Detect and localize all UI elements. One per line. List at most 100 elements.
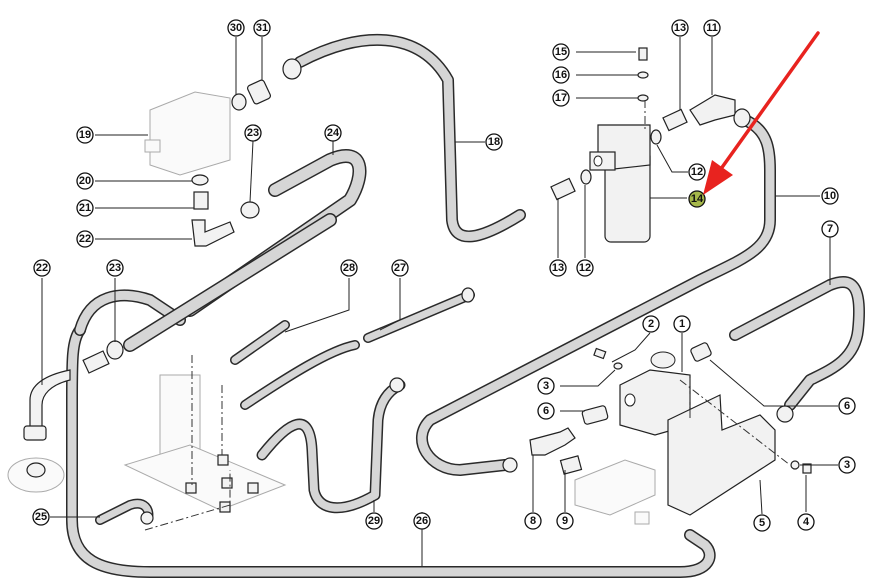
callout-27[interactable]: 27	[391, 259, 409, 277]
callout-31[interactable]: 31	[253, 19, 271, 37]
svg-text:30: 30	[230, 22, 242, 34]
callout-16[interactable]: 16	[552, 66, 570, 84]
svg-text:22: 22	[36, 262, 48, 274]
part-10-nut	[733, 108, 751, 128]
callout-7[interactable]: 7	[821, 220, 839, 238]
svg-text:23: 23	[247, 127, 259, 139]
callout-4[interactable]: 4	[797, 513, 815, 531]
callout-1[interactable]: 1	[673, 315, 691, 333]
svg-text:6: 6	[844, 400, 850, 412]
callout-23-top[interactable]: 23	[244, 124, 262, 142]
part-27-nut	[461, 287, 475, 303]
callout-9[interactable]: 9	[556, 512, 574, 530]
part-13-adapter-bottom	[550, 177, 576, 201]
svg-text:22: 22	[79, 233, 91, 245]
svg-text:21: 21	[79, 202, 91, 214]
svg-text:13: 13	[674, 22, 686, 34]
callout-26[interactable]: 26	[413, 512, 431, 530]
callout-15[interactable]: 15	[552, 43, 570, 61]
hose-29	[256, 379, 406, 514]
svg-text:1: 1	[679, 318, 685, 330]
svg-text:15: 15	[555, 46, 567, 58]
svg-text:23: 23	[109, 262, 121, 274]
svg-text:14: 14	[691, 193, 704, 205]
svg-text:17: 17	[555, 92, 567, 104]
part-22-elbow	[191, 219, 235, 247]
svg-text:24: 24	[327, 127, 340, 139]
part-9-adapter	[559, 455, 583, 475]
callout-28[interactable]: 28	[340, 259, 358, 277]
part-29-nut	[389, 377, 405, 393]
callout-22-left[interactable]: 22	[33, 259, 51, 277]
callout-22-top[interactable]: 22	[76, 230, 94, 248]
part-23-clamp-lower	[106, 340, 124, 360]
part-8-tee	[529, 427, 576, 456]
callout-17[interactable]: 17	[552, 89, 570, 107]
svg-text:31: 31	[256, 22, 268, 34]
callout-23-left[interactable]: 23	[106, 259, 124, 277]
svg-text:12: 12	[579, 262, 591, 274]
callout-19[interactable]: 19	[76, 126, 94, 144]
part-flange	[7, 457, 65, 493]
svg-text:20: 20	[79, 175, 91, 187]
part-4-nut	[802, 463, 812, 474]
callout-11[interactable]: 11	[703, 19, 721, 37]
svg-text:8: 8	[530, 515, 536, 527]
callout-18[interactable]: 18	[485, 133, 503, 151]
part-stand	[123, 374, 287, 513]
part-18-nut	[282, 58, 302, 80]
callout-12-bottom[interactable]: 12	[576, 259, 594, 277]
part-21-adapter	[193, 191, 209, 210]
callout-5[interactable]: 5	[753, 514, 771, 532]
svg-text:4: 4	[803, 516, 810, 528]
svg-text:7: 7	[827, 223, 833, 235]
callout-29[interactable]: 29	[365, 512, 383, 530]
svg-text:11: 11	[706, 22, 718, 34]
part-15-bolt	[638, 47, 648, 61]
part-12-washer-top	[650, 129, 662, 145]
callout-20[interactable]: 20	[76, 172, 94, 190]
callout-30[interactable]: 30	[227, 19, 245, 37]
part-22-nut	[23, 425, 47, 441]
part-20-washer	[191, 174, 209, 186]
parts	[7, 47, 812, 525]
red-arrow-pointer	[703, 31, 820, 195]
hose-26	[66, 289, 716, 578]
callout-2[interactable]: 2	[642, 315, 660, 333]
part-7-nut	[776, 405, 794, 423]
callout-3-left[interactable]: 3	[537, 377, 555, 395]
svg-text:27: 27	[394, 262, 406, 274]
svg-text:9: 9	[562, 515, 568, 527]
callout-13-bottom[interactable]: 13	[549, 259, 567, 277]
callout-10[interactable]: 10	[821, 187, 839, 205]
part-6-adapter-left	[581, 405, 609, 425]
svg-text:3: 3	[543, 380, 549, 392]
callout-3-right[interactable]: 3	[838, 456, 856, 474]
part-22-lower-elbow	[29, 369, 71, 429]
callout-6-right[interactable]: 6	[838, 397, 856, 415]
part-13-adapter-top	[662, 108, 688, 132]
part-25-nut	[140, 511, 154, 525]
callout-8[interactable]: 8	[524, 512, 542, 530]
callout-6-left[interactable]: 6	[537, 402, 555, 420]
part-23-clamp	[240, 201, 260, 219]
svg-text:10: 10	[824, 190, 836, 202]
svg-text:12: 12	[691, 166, 703, 178]
callouts: 30 31 19 20 21 22 23 24 18 15 16 17 13 1…	[32, 19, 856, 532]
callout-21[interactable]: 21	[76, 199, 94, 217]
svg-text:18: 18	[488, 136, 500, 148]
hose-24	[123, 149, 367, 352]
svg-text:26: 26	[416, 515, 428, 527]
callout-25[interactable]: 25	[32, 508, 50, 526]
callout-12-top[interactable]: 12	[688, 163, 706, 181]
callout-13-top[interactable]: 13	[671, 19, 689, 37]
callout-24[interactable]: 24	[324, 124, 342, 142]
callout-14-highlighted[interactable]: 14	[688, 190, 706, 208]
svg-text:25: 25	[35, 511, 47, 523]
part-12-washer-bottom	[580, 169, 592, 185]
hose-18	[294, 33, 526, 243]
svg-text:13: 13	[552, 262, 564, 274]
svg-text:16: 16	[555, 69, 567, 81]
svg-text:29: 29	[368, 515, 380, 527]
